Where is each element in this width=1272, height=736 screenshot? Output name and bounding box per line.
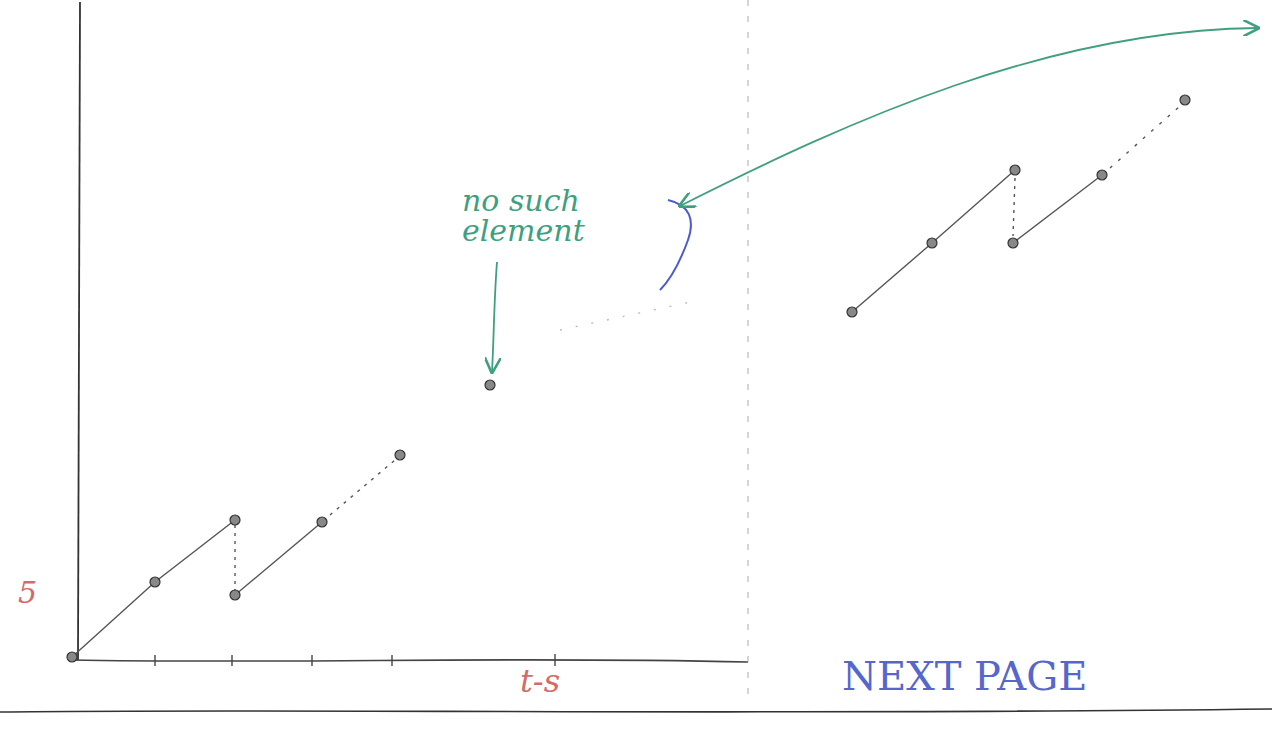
y-axis: [78, 2, 80, 660]
note-label: no such element: [462, 186, 662, 246]
page-edge: [0, 709, 1272, 712]
sequence-lines: [72, 106, 1180, 657]
sequence-points: [67, 95, 1190, 662]
pointer-arrow: [492, 262, 497, 372]
axis-label: t-s: [520, 665, 560, 697]
page-note: NEXT PAGE: [842, 656, 1087, 696]
axis-value: 5: [18, 578, 37, 608]
pointer-arrow: [680, 28, 1258, 206]
x-axis: [70, 660, 748, 662]
bracket: [660, 200, 691, 290]
axis-ticks: [155, 654, 555, 666]
page-fold: [748, 0, 749, 700]
